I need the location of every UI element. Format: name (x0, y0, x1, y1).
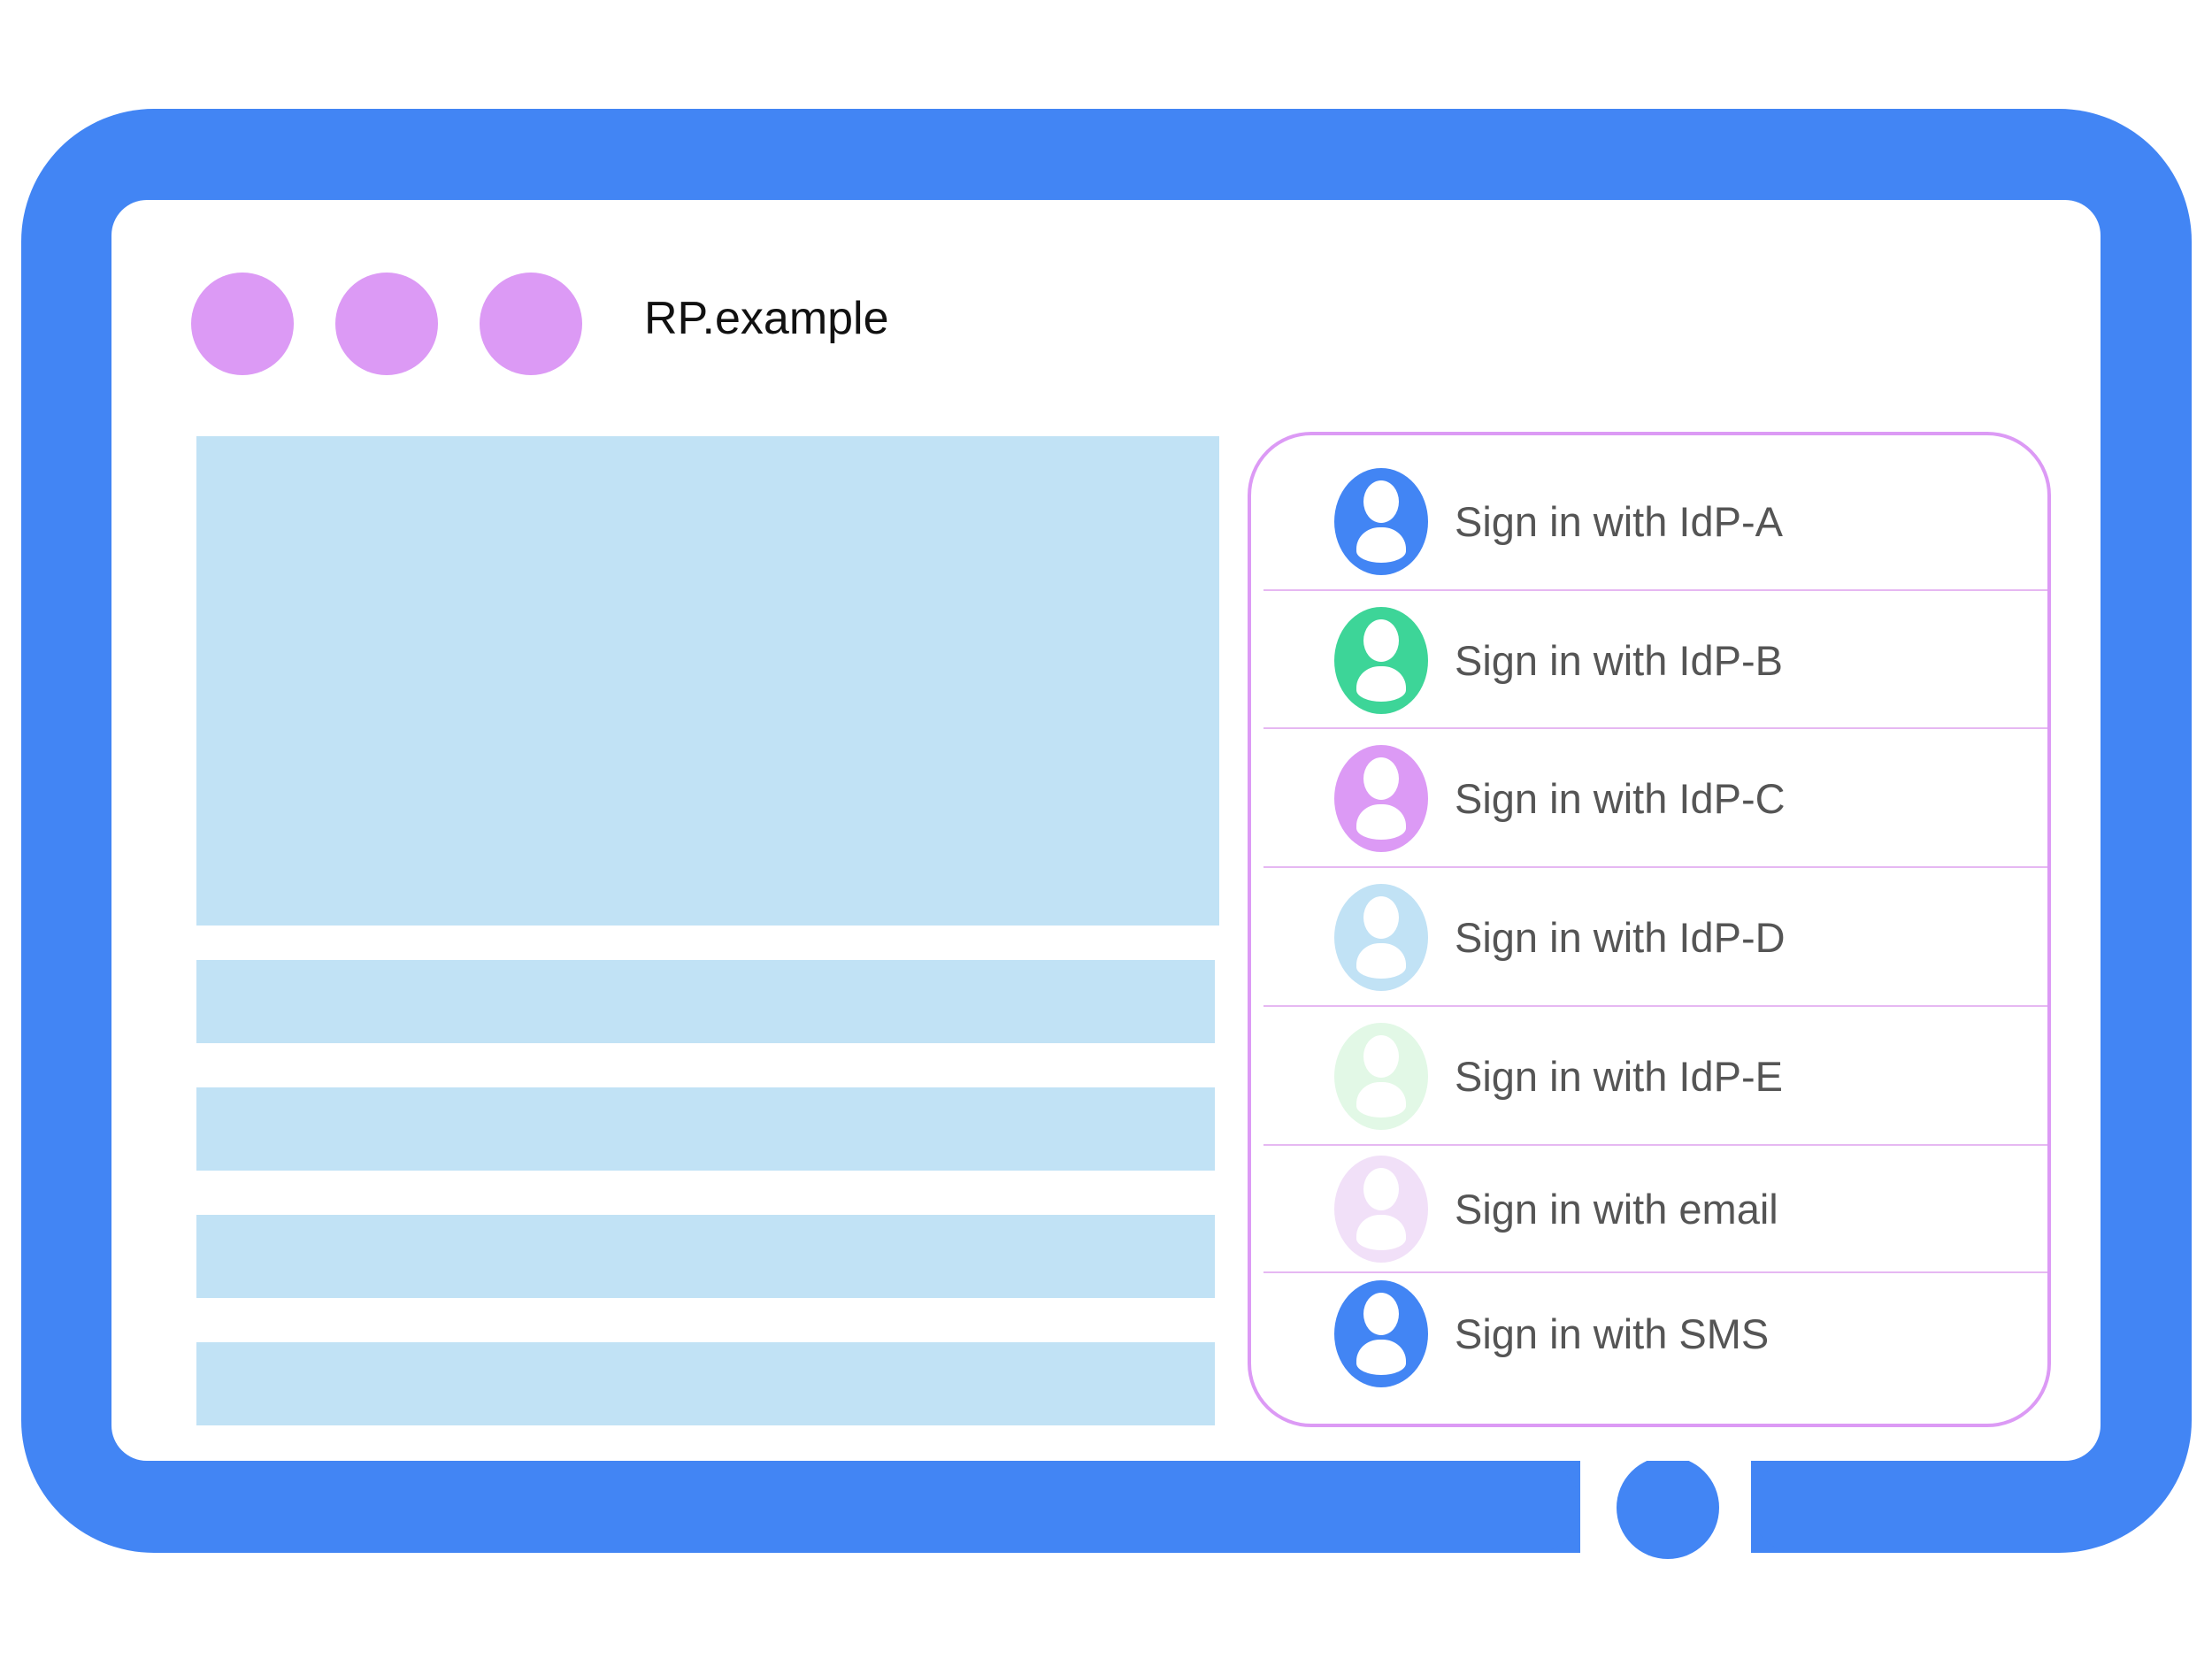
sign-in-option[interactable]: Sign in with IdP-E (1263, 1018, 2047, 1133)
site-title: RP.example (644, 293, 889, 344)
sign-in-option[interactable]: Sign in with IdP-D (1263, 879, 2047, 995)
avatar-body (1356, 942, 1406, 979)
avatar-body (1356, 665, 1406, 702)
avatar-head (1363, 480, 1399, 523)
divider (1263, 727, 2047, 729)
sign-in-option[interactable]: Sign in with IdP-A (1263, 464, 2047, 579)
divider (1263, 1144, 2047, 1146)
divider (1263, 1005, 2047, 1007)
divider (1263, 589, 2047, 591)
avatar-body (1356, 1339, 1406, 1375)
avatar-head (1363, 1292, 1399, 1335)
home-button[interactable] (1617, 1456, 1719, 1559)
sign-in-option-label: Sign in with SMS (1455, 1310, 1770, 1357)
sign-in-option[interactable]: Sign in with IdP-C (1263, 741, 2047, 856)
sign-in-option-label: Sign in with IdP-B (1455, 636, 1783, 684)
avatar-body (1356, 526, 1406, 563)
avatar-body (1356, 1214, 1406, 1250)
window-dot (480, 273, 582, 375)
content-line-block (196, 960, 1215, 1043)
sign-in-option-label: Sign in with email (1455, 1185, 1778, 1233)
sign-in-option-label: Sign in with IdP-D (1455, 913, 1786, 961)
avatar-head (1363, 895, 1399, 939)
avatar-head (1363, 1167, 1399, 1210)
sign-in-option-label: Sign in with IdP-A (1455, 497, 1783, 545)
window-dot (335, 273, 438, 375)
avatar-head (1363, 757, 1399, 800)
divider (1263, 866, 2047, 868)
avatar-head (1363, 618, 1399, 662)
user-avatar-icon (1334, 1022, 1428, 1130)
user-avatar-icon (1334, 467, 1428, 575)
divider (1263, 1271, 2047, 1273)
user-avatar-icon (1334, 744, 1428, 852)
sign-in-option-label: Sign in with IdP-C (1455, 774, 1786, 822)
user-avatar-icon (1334, 1155, 1428, 1263)
content-hero-block (196, 436, 1219, 926)
content-line-block (196, 1087, 1215, 1171)
avatar-head (1363, 1034, 1399, 1078)
content-line-block (196, 1342, 1215, 1425)
sign-in-option[interactable]: Sign in with SMS (1263, 1276, 2047, 1391)
user-avatar-icon (1334, 1279, 1428, 1387)
user-avatar-icon (1334, 883, 1428, 991)
sign-in-option-label: Sign in with IdP-E (1455, 1052, 1783, 1100)
user-avatar-icon (1334, 606, 1428, 714)
sign-in-option[interactable]: Sign in with IdP-B (1263, 603, 2047, 718)
avatar-body (1356, 1081, 1406, 1118)
avatar-body (1356, 803, 1406, 840)
window-dot (191, 273, 294, 375)
content-line-block (196, 1215, 1215, 1298)
sign-in-option[interactable]: Sign in with email (1263, 1151, 2047, 1266)
sign-in-panel: Sign in with IdP-A Sign in with IdP-B Sign… (1248, 432, 2051, 1427)
